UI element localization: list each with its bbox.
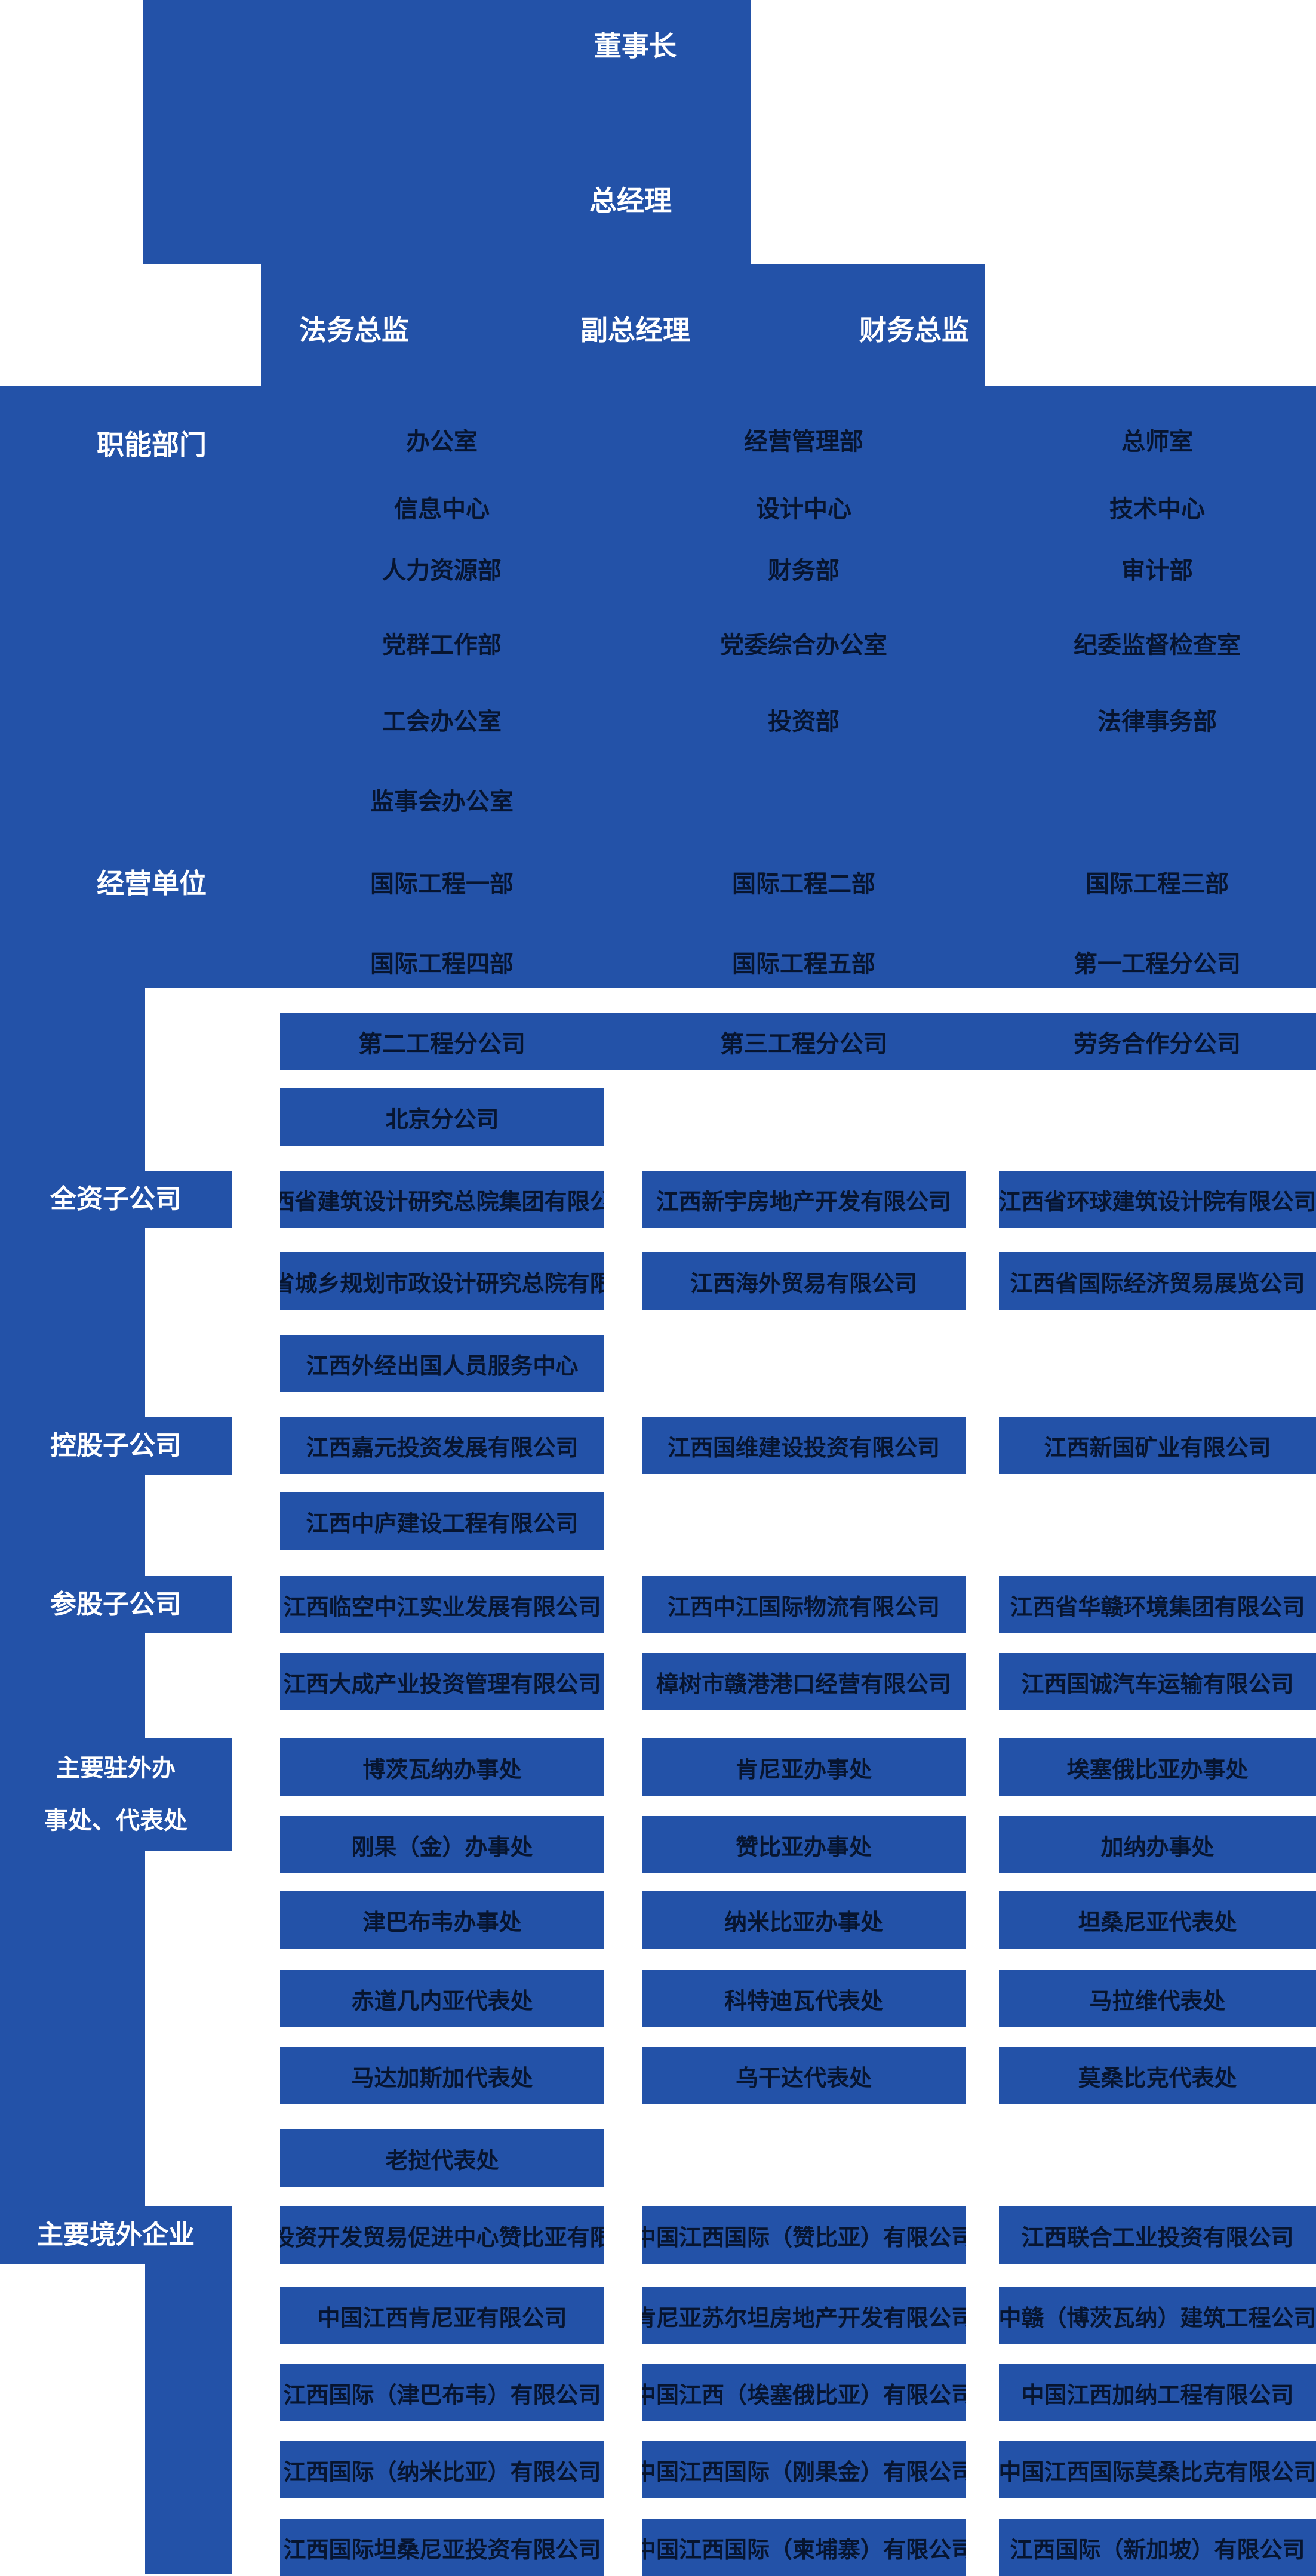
org-box: 江西国诚汽车运输有限公司: [999, 1653, 1316, 1710]
org-box: 江西外经出国人员服务中心: [280, 1335, 604, 1392]
org-box: 赞比亚办事处: [642, 1816, 966, 1873]
org-box: 江西国际（新加坡）有限公司: [999, 2519, 1316, 2576]
dept-node: 信息中心: [394, 496, 490, 522]
dept-node: 国际工程五部: [732, 951, 875, 977]
dept-node: 法律事务部: [1097, 709, 1217, 735]
org-box: 中国投资开发贸易促进中心赞比亚有限公司: [280, 2206, 604, 2264]
node-deputy-general-manager: 副总经理: [580, 315, 690, 346]
dept-node: 设计中心: [756, 496, 851, 522]
org-box: 江西中江国际物流有限公司: [642, 1576, 966, 1633]
org-box: 江西临空中江实业发展有限公司: [280, 1576, 604, 1633]
branch-band-node: 第二工程分公司: [358, 1031, 525, 1057]
section-label-functional-departments: 职能部门: [97, 429, 207, 460]
org-box: 中国江西国际（柬埔寨）有限公司: [642, 2519, 966, 2576]
section-label-overseas-enterprises: 主要境外企业: [0, 2206, 232, 2264]
org-box: 江西国维建设投资有限公司: [642, 1417, 966, 1474]
branch-band: [280, 1013, 1316, 1070]
org-box: 中国江西国际（刚果金）有限公司: [642, 2441, 966, 2498]
dept-node: 纪委监督检查室: [1074, 632, 1241, 658]
dept-node: 投资部: [768, 709, 840, 735]
org-box: 科特迪瓦代表处: [642, 1970, 966, 2027]
org-box: 赤道几内亚代表处: [280, 1970, 604, 2027]
dept-node: 工会办公室: [382, 709, 502, 735]
org-box: 莫桑比克代表处: [999, 2047, 1316, 2104]
org-box: 肯尼亚办事处: [642, 1738, 966, 1796]
dept-node: 国际工程一部: [370, 871, 514, 897]
dept-node: 办公室: [406, 429, 478, 455]
org-box: 坦桑尼亚代表处: [999, 1891, 1316, 1949]
exec-merged-block: [143, 0, 751, 264]
org-box: 老挝代表处: [280, 2129, 604, 2187]
dept-node: 监事会办公室: [370, 789, 514, 815]
section-label-wholly-owned: 全资子公司: [0, 1171, 232, 1228]
org-box: 江西联合工业投资有限公司: [999, 2206, 1316, 2264]
org-box: 中国江西（埃塞俄比亚）有限公司: [642, 2364, 966, 2421]
org-box: 肯尼亚苏尔坦房地产开发有限公司: [642, 2287, 966, 2344]
org-box: 中赣（博茨瓦纳）建筑工程公司: [999, 2287, 1316, 2344]
org-box: 埃塞俄比亚办事处: [999, 1738, 1316, 1796]
bottom-left-spine: [145, 2264, 232, 2574]
org-box: 北京分公司: [280, 1088, 604, 1146]
org-box: 刚果（金）办事处: [280, 1816, 604, 1873]
branch-band-node: 第三工程分公司: [720, 1031, 887, 1057]
dept-node: 国际工程四部: [370, 951, 514, 977]
section-label-minority: 参股子公司: [0, 1576, 232, 1633]
dept-node: 总师室: [1121, 429, 1193, 455]
org-box: 樟树市赣港港口经营有限公司: [642, 1653, 966, 1710]
org-box: 加纳办事处: [999, 1816, 1316, 1873]
branch-band-node: 劳务合作分公司: [1074, 1031, 1241, 1057]
org-box: 乌干达代表处: [642, 2047, 966, 2104]
org-box: 江西中庐建设工程有限公司: [280, 1492, 604, 1550]
org-box: 江西国际（津巴布韦）有限公司: [280, 2364, 604, 2421]
dept-node: 审计部: [1121, 558, 1193, 584]
org-box: 江西海外贸易有限公司: [642, 1252, 966, 1310]
section-label-business-units: 经营单位: [97, 868, 207, 899]
org-box: 马达加斯加代表处: [280, 2047, 604, 2104]
node-general-manager: 总经理: [589, 185, 672, 216]
dept-node: 技术中心: [1109, 496, 1205, 522]
org-box: 江西省城乡规划市政设计研究总院有限公司: [280, 1252, 604, 1310]
org-box: 江西嘉元投资发展有限公司: [280, 1417, 604, 1474]
org-box: 纳米比亚办事处: [642, 1891, 966, 1949]
dept-node: 经营管理部: [744, 429, 863, 455]
dept-node: 人力资源部: [382, 558, 502, 584]
node-finance-director: 财务总监: [859, 315, 969, 346]
node-legal-director: 法务总监: [299, 315, 409, 346]
org-box: 江西新国矿业有限公司: [999, 1417, 1316, 1474]
org-box: 中国江西加纳工程有限公司: [999, 2364, 1316, 2421]
dept-node: 党委综合办公室: [720, 632, 887, 658]
dept-node: 国际工程三部: [1086, 871, 1229, 897]
org-box: 江西国际坦桑尼亚投资有限公司: [280, 2519, 604, 2576]
org-box: 中国江西国际莫桑比克有限公司: [999, 2441, 1316, 2498]
org-box: 江西新宇房地产开发有限公司: [642, 1171, 966, 1228]
dept-node: 党群工作部: [382, 632, 502, 658]
overseas-offices-label-line2: 事处、代表处: [44, 1808, 187, 1834]
org-box: 中国江西国际（赞比亚）有限公司: [642, 2206, 966, 2264]
node-chairman: 董事长: [594, 30, 677, 61]
directors-merged-block: [261, 264, 985, 386]
org-box: 中国江西肯尼亚有限公司: [280, 2287, 604, 2344]
org-box: 江西省华赣环境集团有限公司: [999, 1576, 1316, 1633]
dept-node: 第一工程分公司: [1074, 951, 1241, 977]
org-box: 博茨瓦纳办事处: [280, 1738, 604, 1796]
org-box: 马拉维代表处: [999, 1970, 1316, 2027]
overseas-offices-label-line1: 主要驻外办: [56, 1755, 176, 1781]
org-box: 江西省国际经济贸易展览公司: [999, 1252, 1316, 1310]
dept-node: 国际工程二部: [732, 871, 875, 897]
org-box: 江西大成产业投资管理有限公司: [280, 1653, 604, 1710]
section-label-holding: 控股子公司: [0, 1417, 232, 1475]
org-box: 江西省建筑设计研究总院集团有限公司: [280, 1171, 604, 1228]
org-box: 江西国际（纳米比亚）有限公司: [280, 2441, 604, 2498]
section-label-overseas-offices: 主要驻外办 事处、代表处: [0, 1738, 232, 1851]
org-box: 津巴布韦办事处: [280, 1891, 604, 1949]
departments-merged-block: [0, 386, 1316, 988]
dept-node: 财务部: [768, 558, 840, 584]
org-box: 江西省环球建筑设计院有限公司: [999, 1171, 1316, 1228]
